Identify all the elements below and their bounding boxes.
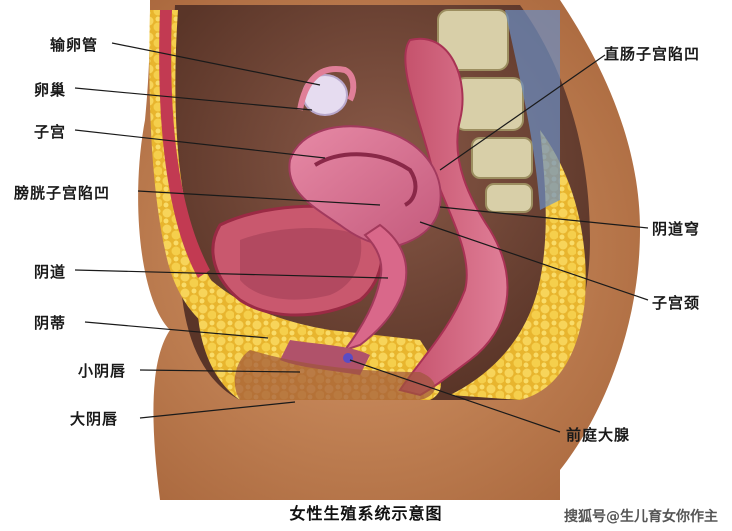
label-vesicouterine-pouch: 膀胱子宫陷凹 (14, 184, 111, 202)
fallopian-tube (297, 66, 357, 111)
anatomy-illustration (74, 0, 649, 500)
label-labia-minora: 小阴唇 (78, 362, 127, 380)
label-fallopian-tube: 输卵管 (50, 36, 99, 54)
labia-minora (280, 340, 370, 375)
watermark-text: 搜狐号@生儿育女你作主 (564, 509, 718, 525)
label-greater-vestibular-gland: 前庭大腺 (566, 426, 631, 444)
label-ovary: 卵巢 (34, 81, 67, 99)
vestibular-gland (343, 353, 353, 363)
fat-anterior (149, 10, 270, 345)
diagram-caption: 女性生殖系统示意图 (289, 504, 443, 523)
label-cervix: 子宫颈 (652, 294, 701, 312)
label-vaginal-fornix: 阴道穹 (652, 220, 701, 238)
label-rectouterine-pouch: 直肠子宫陷凹 (604, 45, 701, 63)
label-uterus: 子宫 (34, 123, 67, 141)
label-labia-majora: 大阴唇 (70, 410, 119, 428)
labia-majora (234, 350, 435, 400)
label-clitoris: 阴蒂 (34, 314, 67, 332)
rectus-muscle (159, 10, 210, 278)
leader-lines (74, 42, 649, 433)
vagina (342, 223, 408, 352)
label-vagina: 阴道 (34, 263, 67, 281)
